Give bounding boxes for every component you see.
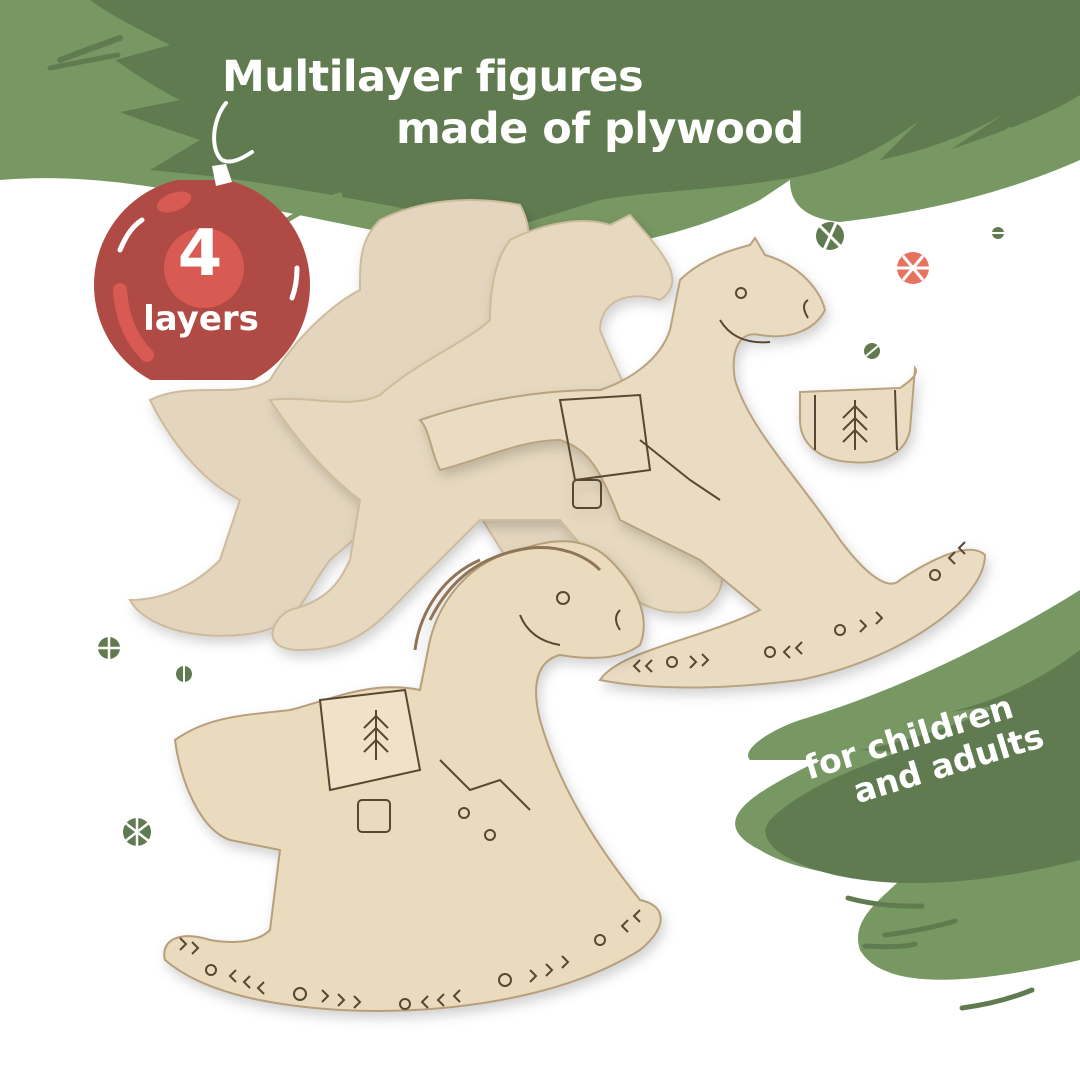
small-dot-icon bbox=[991, 227, 1005, 239]
engraved-chevron-pattern bbox=[179, 909, 641, 1010]
christmas-ornament-icon bbox=[94, 180, 310, 380]
layer-count-label: layers bbox=[143, 299, 259, 339]
saddle-piece bbox=[799, 365, 918, 464]
bottom-branch-dark bbox=[765, 650, 1080, 884]
snowflake-dot-icon bbox=[816, 222, 844, 251]
engraved-chevron-pattern bbox=[632, 541, 966, 673]
headline-line-1: Multilayer figures bbox=[222, 52, 644, 102]
ornament-dot-icon bbox=[897, 252, 929, 284]
headline-line-2: made of plywood bbox=[396, 104, 804, 154]
top-branch-dark bbox=[90, 0, 1080, 225]
small-dot-icon bbox=[176, 666, 192, 682]
snowflake-dot-icon bbox=[98, 637, 120, 659]
rocking-horse-engraved-large bbox=[418, 236, 987, 689]
snowflake-dot-icon bbox=[123, 818, 151, 846]
layer-count: 4 bbox=[177, 217, 223, 291]
rocking-horse-assembled-multilayer bbox=[163, 540, 662, 1012]
small-dot-icon bbox=[864, 343, 880, 359]
